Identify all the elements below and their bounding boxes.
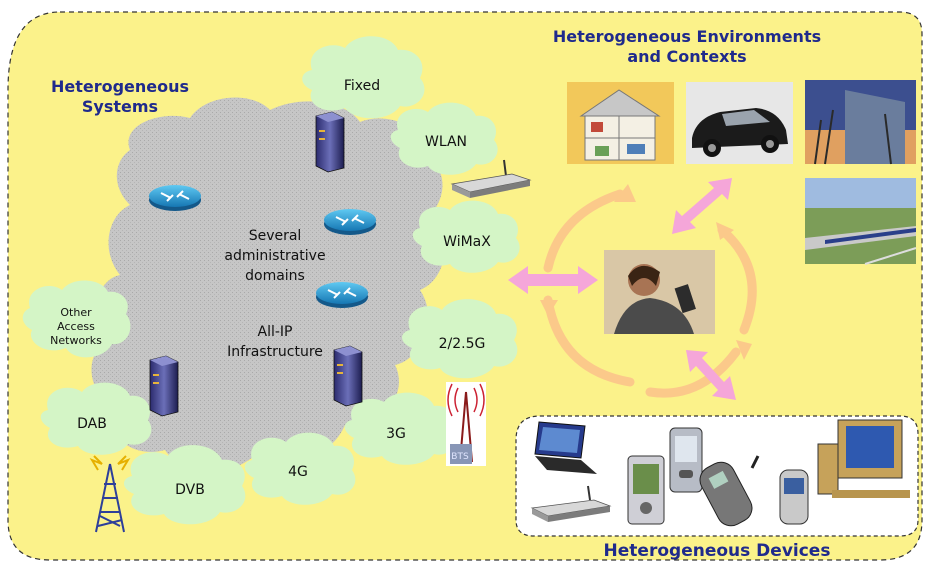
environments-title-line1: Heterogeneous Environments — [553, 27, 821, 46]
mobile-phone-icon — [699, 455, 760, 527]
laptop-icon — [534, 421, 597, 474]
cloud-wimax: WiMaX — [412, 200, 520, 273]
server-icon — [149, 355, 179, 417]
context-cycle-arrows — [543, 189, 757, 398]
cloud-wlan: WLAN — [390, 102, 498, 175]
server-icon — [333, 345, 363, 407]
bts-label: BTS — [451, 452, 469, 462]
admin-domains-line3: domains — [245, 268, 305, 284]
building-photo — [805, 80, 916, 165]
wimax-label: WiMaX — [443, 234, 491, 250]
cloud-fixed: Fixed — [302, 36, 425, 119]
car-photo — [686, 82, 793, 164]
3g-label: 3G — [386, 426, 406, 442]
desktop-computer-icon — [817, 419, 910, 498]
cloud-3g: 3G — [344, 392, 456, 465]
double-arrow-icon — [508, 178, 736, 400]
mobile-user-photo — [604, 250, 715, 334]
admin-domains-line1: Several — [249, 228, 302, 244]
devices-title: Heterogeneous Devices — [604, 541, 831, 561]
house-photo — [567, 82, 674, 164]
other-access-line2: Access — [57, 320, 95, 333]
antenna-tower-icon: BTS — [446, 382, 486, 466]
router-icon — [324, 209, 376, 235]
wlan-label: WLAN — [425, 134, 467, 150]
systems-title-line1: Heterogeneous — [51, 77, 189, 96]
router-icon — [316, 282, 368, 308]
server-icon — [315, 111, 345, 173]
broadcast-tower-icon — [89, 455, 131, 533]
mobile-phone-icon — [779, 469, 809, 525]
train-photo — [805, 178, 917, 265]
g25-label: 2/2.5G — [439, 336, 486, 352]
wireless-router-icon — [530, 485, 612, 522]
admin-domains-line2: administrative — [224, 248, 325, 264]
environments-title-line2: and Contexts — [627, 47, 746, 66]
cloud-dvb: DVB — [124, 445, 246, 525]
dvb-label: DVB — [175, 482, 205, 498]
all-ip-line2: Infrastructure — [227, 344, 323, 360]
cloud-4g: 4G — [244, 432, 356, 505]
cloud-2-2.5g: 2/2.5G — [402, 299, 518, 379]
cloud-dab: DAB — [40, 382, 152, 455]
router-icon — [149, 185, 201, 211]
all-ip-line1: All-IP — [258, 324, 293, 340]
4g-label: 4G — [288, 464, 308, 480]
wireless-router-icon — [450, 159, 532, 198]
other-access-line3: Networks — [50, 334, 102, 347]
other-access-line1: Other — [60, 306, 92, 319]
systems-title-line2: Systems — [82, 97, 158, 116]
dab-label: DAB — [77, 416, 107, 432]
fixed-label: Fixed — [344, 78, 380, 94]
cloud-other-access-networks: Other Access Networks — [22, 280, 131, 358]
pda-icon — [669, 427, 703, 493]
pda-icon — [627, 455, 665, 525]
context-cycle-arrowheads — [540, 184, 752, 360]
